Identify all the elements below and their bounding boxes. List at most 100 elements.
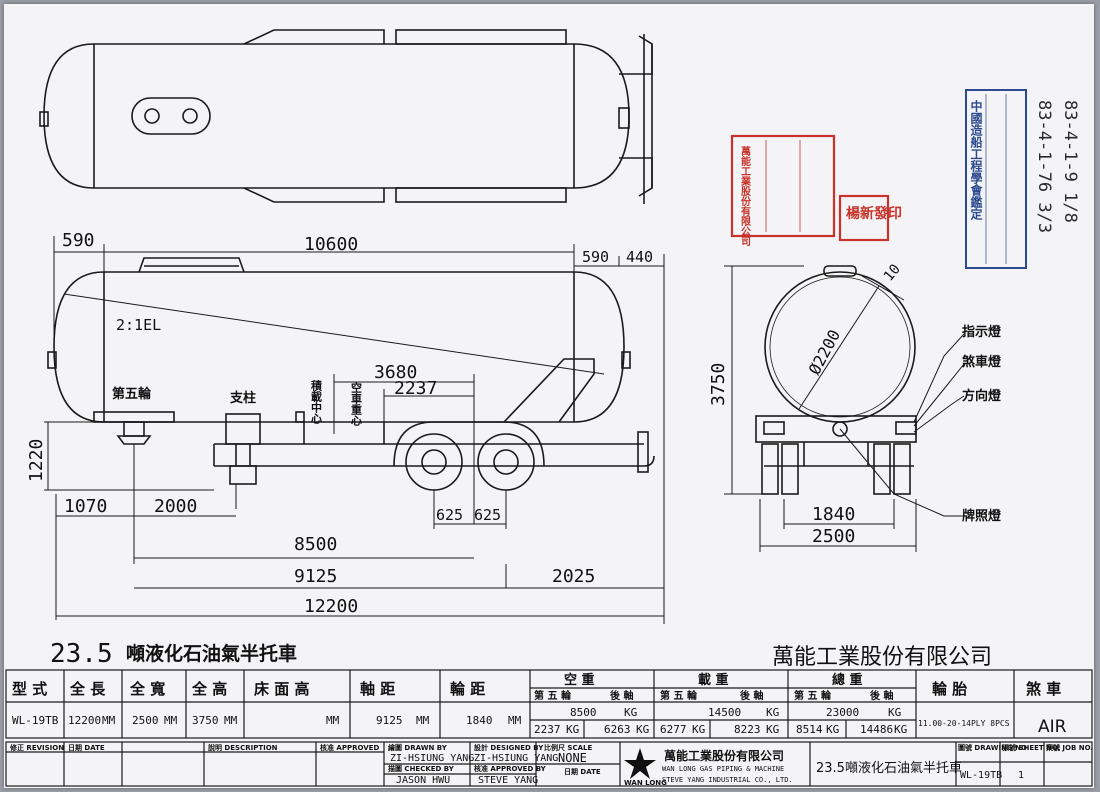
tb-date-label: 日期 DATE [564, 767, 601, 776]
dim-dia-2200: Ø2200 [805, 326, 844, 377]
handwritten-note-2: 83-4-1-9 1/8 [1060, 100, 1080, 223]
val-total-fifth-unit: KG [826, 723, 839, 736]
hdr-bed-height: 床 面 高 [254, 680, 309, 698]
dim-440: 440 [626, 248, 653, 266]
val-tire: 11.00-20-14PLY 8PCS [918, 719, 1010, 728]
tb-drawn-by-label: 繪圖 DRAWN BY [388, 743, 448, 752]
tb-revision: 修正 REVISION [9, 743, 64, 752]
dim-2000: 2000 [154, 496, 197, 517]
dim-625-a: 625 [436, 506, 463, 524]
tb-scale: NONE [558, 751, 587, 765]
val-empty-total-unit: KG [624, 706, 637, 719]
tb-drawing-title: 23.5噸液化石油氣半托車 [816, 761, 962, 776]
dim-3680: 3680 [374, 362, 417, 383]
tank-rear-view [755, 265, 917, 495]
val-empty-rear: 6263 [604, 723, 631, 736]
tb-approved: 核准 APPROVED [320, 743, 379, 752]
title-tonnage: 23.5 [50, 639, 113, 669]
val-length: 12200 [68, 714, 101, 727]
hdr-track: 輪 距 [450, 680, 485, 698]
support-label: 支柱 [229, 390, 256, 406]
hdr-fifth-1: 第 五 輪 [534, 689, 572, 702]
spec-table-lines [5, 669, 1093, 787]
dim-2237: 2237 [394, 378, 437, 399]
engineering-drawing: 590 10600 590 440 2:1EL 3680 2237 1220 1… [5, 29, 1093, 787]
dim-625-b: 625 [474, 506, 501, 524]
tank-side-view [47, 257, 655, 491]
val-load-total-unit: KG [766, 706, 779, 719]
hdr-rear-1: 後 軸 [610, 689, 633, 702]
plate-lamp-label: 牌照燈 [962, 508, 1002, 524]
dim-9125: 9125 [294, 566, 337, 587]
hdr-height: 全 高 [191, 680, 227, 698]
hdr-load: 載 重 [698, 672, 729, 688]
dim-2025: 2025 [552, 566, 595, 587]
blue-seal-text: 中國造船工程學會鑑定 [969, 99, 983, 221]
tb-checked-by-label: 描圖 CHECKED BY [388, 764, 455, 773]
dim-1220: 1220 [26, 439, 47, 482]
val-empty-fifth-unit: KG [566, 723, 579, 736]
tb-drawing-no: WL-19TB [960, 770, 1002, 781]
val-height-unit: MM [224, 714, 238, 727]
val-bed-unit: MM [326, 714, 340, 727]
dimension-lines [44, 236, 965, 624]
dim-1070: 1070 [64, 496, 107, 517]
val-total-total-unit: KG [888, 706, 901, 719]
tank-top-view [39, 29, 653, 204]
val-model: WL-19TB [12, 714, 59, 727]
brake-lamp-label: 煞車燈 [961, 354, 1002, 370]
tb-designed-by: ZI-HSIUNG YANG [474, 753, 558, 764]
hdr-wheelbase: 軸 距 [360, 680, 395, 698]
empty-cg-label: 空車重心 [350, 381, 363, 427]
val-total-rear-unit: KG [894, 723, 907, 736]
hdr-fifth-2: 第 五 輪 [660, 689, 698, 702]
company-name: 萬能工業股份有限公司 [772, 645, 992, 670]
tb-approved-by: STEVE YANG [478, 775, 538, 786]
tb-date: 日期 DATE [68, 743, 105, 752]
tb-job-no-label: 案號 JOB NO. [1046, 743, 1093, 752]
val-brake: AIR [1038, 717, 1067, 737]
val-load-total: 14500 [708, 706, 741, 719]
tb-company-cn: 萬能工業股份有限公司 [664, 748, 784, 763]
loaded-cg-label: 積載中心 [310, 379, 324, 425]
val-load-rear: 8223 [734, 723, 761, 736]
hdr-model: 型 式 [12, 680, 47, 698]
val-empty-rear-unit: KG [636, 723, 649, 736]
dim-12200: 12200 [304, 596, 358, 617]
val-width: 2500 [132, 714, 159, 727]
head-ratio-label: 2:1EL [116, 316, 161, 334]
val-load-fifth-unit: KG [692, 723, 705, 736]
val-length-unit: MM [102, 714, 116, 727]
dim-3750: 3750 [708, 363, 729, 406]
tb-logo-text: WAN LONG [624, 779, 667, 787]
val-track-unit: MM [508, 714, 522, 727]
hdr-length: 全 長 [69, 680, 106, 698]
tb-checked-by: JASON HWU [396, 775, 450, 786]
val-total-total: 23000 [826, 706, 859, 719]
hdr-brake: 煞 車 [1026, 680, 1061, 698]
hdr-width: 全 寬 [129, 680, 165, 698]
val-track: 1840 [466, 714, 493, 727]
dim-2500: 2500 [812, 526, 855, 547]
val-wheelbase-unit: MM [416, 714, 430, 727]
wan-long-logo-icon [624, 748, 656, 779]
tb-designed-by-label: 設計 DESIGNED BY [474, 743, 544, 752]
tb-company-en-1: WAN LONG GAS PIPING & MACHINE [662, 765, 784, 773]
val-wheelbase: 9125 [376, 714, 403, 727]
val-total-fifth: 8514 [796, 723, 823, 736]
dim-10600: 10600 [304, 234, 358, 255]
tb-approved-by-label: 核准 APPROVED BY [474, 764, 547, 773]
dim-8500: 8500 [294, 534, 337, 555]
hdr-tire: 輪 胎 [932, 680, 967, 698]
indicator-lamp-label: 指示燈 [962, 324, 1002, 340]
red-seal-text: 萬能工業股份有限公司 [739, 145, 752, 247]
tb-sheet-no-label: 張號 SHEET NO. [1002, 743, 1060, 752]
val-empty-total: 8500 [570, 706, 597, 719]
dim-1840: 1840 [812, 504, 855, 525]
val-total-rear: 14486 [860, 723, 893, 736]
tb-description: 說明 DESCRIPTION [208, 743, 278, 752]
dim-10: 10 [881, 261, 904, 284]
red-small-seal-text: 楊新發印 [846, 205, 902, 222]
dim-590-right: 590 [582, 248, 609, 266]
turn-lamp-label: 方向燈 [962, 388, 1002, 404]
